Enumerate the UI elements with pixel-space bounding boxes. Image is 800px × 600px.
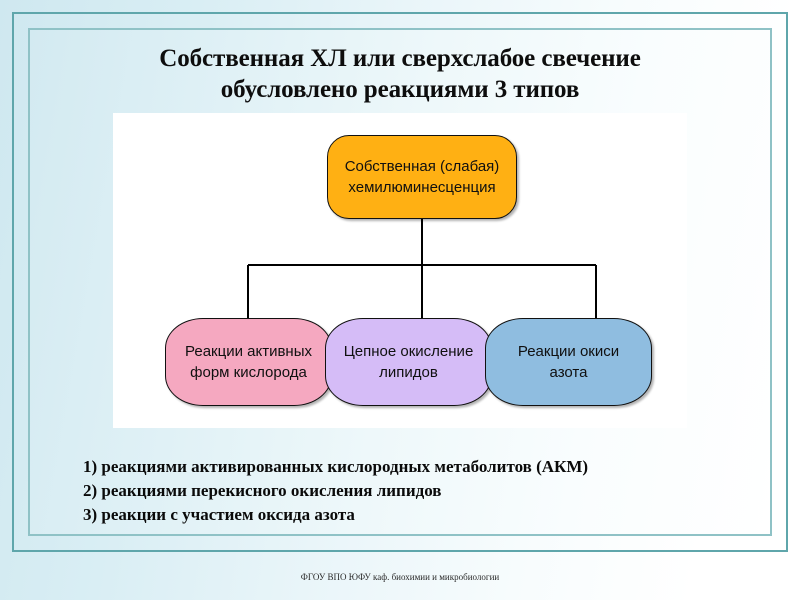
list-item: 3) реакции с участием оксида азота <box>83 505 355 524</box>
diagram-node-nitric-oxide[interactable]: Реакции окиси азота <box>485 318 652 406</box>
page-title: Собственная ХЛ или сверхслабое свечение … <box>40 43 760 105</box>
diagram-node-lipid-oxidation-line-2: липидов <box>379 364 438 381</box>
slide-footer: ФГОУ ВПО ЮФУ каф. биохимии и микробиолог… <box>300 572 500 582</box>
diagram-panel: Собственная (слабая) хемилюминесценция Р… <box>113 113 687 428</box>
list-item: 1) реакциями активированных кислородных … <box>83 457 589 476</box>
diagram-node-nitric-oxide-line-2: азота <box>549 364 588 381</box>
page-title-line-2: обусловлено реакциями 3 типов <box>220 76 580 103</box>
slide-frame-outer <box>12 12 788 552</box>
diagram-node-lipid-oxidation[interactable]: Цепное окисление липидов <box>325 318 492 406</box>
diagram-node-root[interactable]: Собственная (слабая) хемилюминесценция <box>327 135 517 219</box>
diagram-connectors <box>247 219 597 319</box>
diagram-node-reactive-oxygen-species[interactable]: Реакции активных форм кислорода <box>165 318 332 406</box>
diagram-node-reactive-oxygen-species-line-1: Реакции активных <box>185 343 312 360</box>
diagram-node-lipid-oxidation-line-1: Цепное окисление <box>343 343 474 360</box>
diagram-node-nitric-oxide-line-1: Реакции окиси <box>517 343 620 360</box>
numbered-list: 1) реакциями активированных кислородных … <box>83 455 723 527</box>
diagram-node-root-line-2: хемилюминесценция <box>348 179 496 196</box>
diagram-node-reactive-oxygen-species-line-2: форм кислорода <box>190 364 307 381</box>
list-item: 2) реакциями перекисного окисления липид… <box>83 481 442 500</box>
diagram-node-root-line-1: Собственная (слабая) <box>344 158 500 175</box>
page-title-line-1: Собственная ХЛ или сверхслабое свечение <box>159 45 641 72</box>
